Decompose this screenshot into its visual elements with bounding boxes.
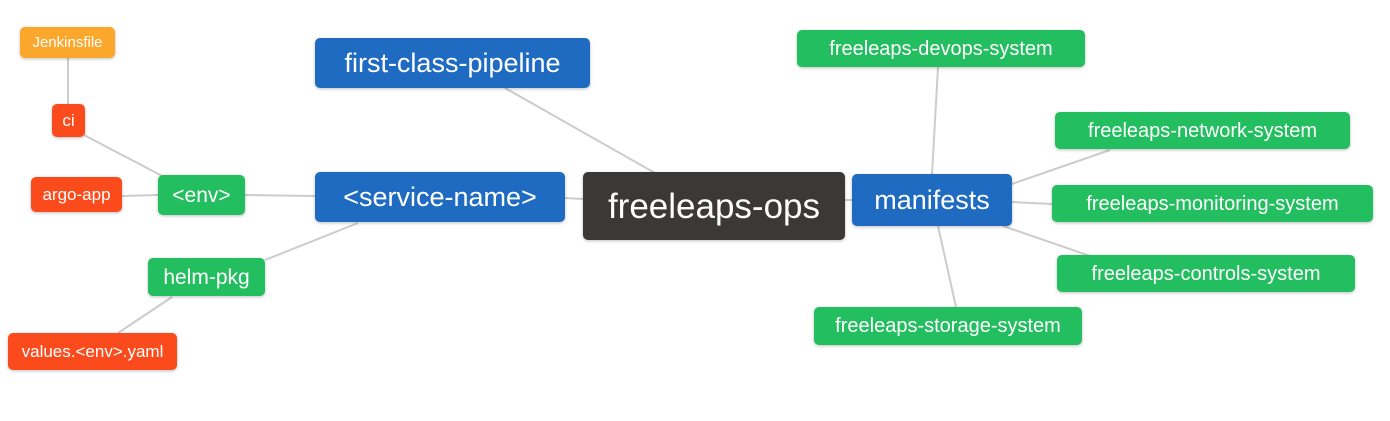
edge-helm-pkg-to-service-name	[264, 222, 359, 261]
node-manifests[interactable]: manifests	[852, 174, 1012, 226]
node-helm-pkg[interactable]: helm-pkg	[148, 258, 265, 296]
edge-first-class-pipeline-to-freeleaps-ops	[504, 87, 656, 174]
node-jenkinsfile[interactable]: Jenkinsfile	[20, 27, 115, 58]
node-first-class-pipeline[interactable]: first-class-pipeline	[315, 38, 590, 88]
edge-manifests-to-freeleaps-controls-system	[1002, 225, 1091, 257]
edge-env-to-service-name	[244, 194, 316, 197]
edge-argo-app-to-env	[121, 194, 159, 197]
edge-manifests-to-freeleaps-monitoring-system	[1011, 201, 1053, 205]
node-freeleaps-ops[interactable]: freeleaps-ops	[583, 172, 845, 240]
node-argo-app[interactable]: argo-app	[31, 177, 122, 212]
node-env[interactable]: <env>	[158, 175, 245, 215]
edge-service-name-to-freeleaps-ops	[564, 197, 584, 200]
edge-manifests-to-freeleaps-network-system	[1011, 149, 1111, 185]
edge-manifests-to-freeleaps-storage-system	[937, 225, 957, 308]
node-freeleaps-monitoring-system[interactable]: freeleaps-monitoring-system	[1052, 185, 1373, 222]
node-ci[interactable]: ci	[52, 104, 85, 137]
node-service-name[interactable]: <service-name>	[315, 172, 565, 222]
node-values-env-yaml[interactable]: values.<env>.yaml	[8, 333, 177, 370]
edge-ci-to-env	[83, 134, 167, 179]
node-freeleaps-network-system[interactable]: freeleaps-network-system	[1055, 112, 1350, 149]
edge-manifests-to-freeleaps-devops-system	[931, 66, 939, 175]
node-freeleaps-devops-system[interactable]: freeleaps-devops-system	[797, 30, 1085, 67]
node-freeleaps-storage-system[interactable]: freeleaps-storage-system	[814, 307, 1082, 345]
edge-values-env-yaml-to-helm-pkg	[117, 296, 173, 334]
node-freeleaps-controls-system[interactable]: freeleaps-controls-system	[1057, 255, 1355, 292]
